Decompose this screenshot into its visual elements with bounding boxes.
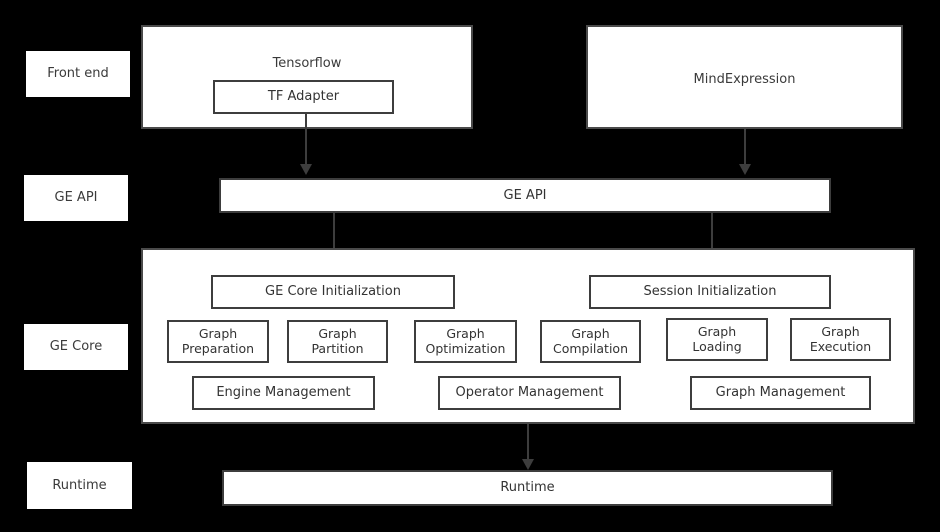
graph-management-box[interactable]: Graph Management — [690, 376, 871, 410]
stage-label-ge-api: GE API — [24, 175, 128, 221]
runtime-bar[interactable]: Runtime — [222, 470, 833, 506]
ge-api-bar[interactable]: GE API — [219, 178, 831, 213]
module-graph-compilation[interactable]: Graph Compilation — [540, 320, 641, 363]
module-graph-preparation[interactable]: Graph Preparation — [167, 320, 269, 363]
mindexpression-container[interactable]: MindExpression — [586, 25, 903, 129]
stage-label-runtime: Runtime — [27, 462, 132, 509]
ge-core-initialization-box[interactable]: GE Core Initialization — [211, 275, 455, 309]
module-graph-optimization[interactable]: Graph Optimization — [414, 320, 517, 363]
session-initialization-box[interactable]: Session Initialization — [589, 275, 831, 309]
module-graph-loading[interactable]: Graph Loading — [666, 318, 768, 361]
tf-adapter-box[interactable]: TF Adapter — [213, 80, 394, 114]
stage-label-front-end: Front end — [26, 51, 130, 97]
stage-label-ge-core: GE Core — [24, 324, 128, 370]
engine-management-box[interactable]: Engine Management — [192, 376, 375, 410]
operator-management-box[interactable]: Operator Management — [438, 376, 621, 410]
module-graph-execution[interactable]: Graph Execution — [790, 318, 891, 361]
tensorflow-title: Tensorflow — [272, 56, 342, 71]
module-graph-partition[interactable]: Graph Partition — [287, 320, 388, 363]
mindexpression-title: MindExpression — [693, 72, 796, 87]
